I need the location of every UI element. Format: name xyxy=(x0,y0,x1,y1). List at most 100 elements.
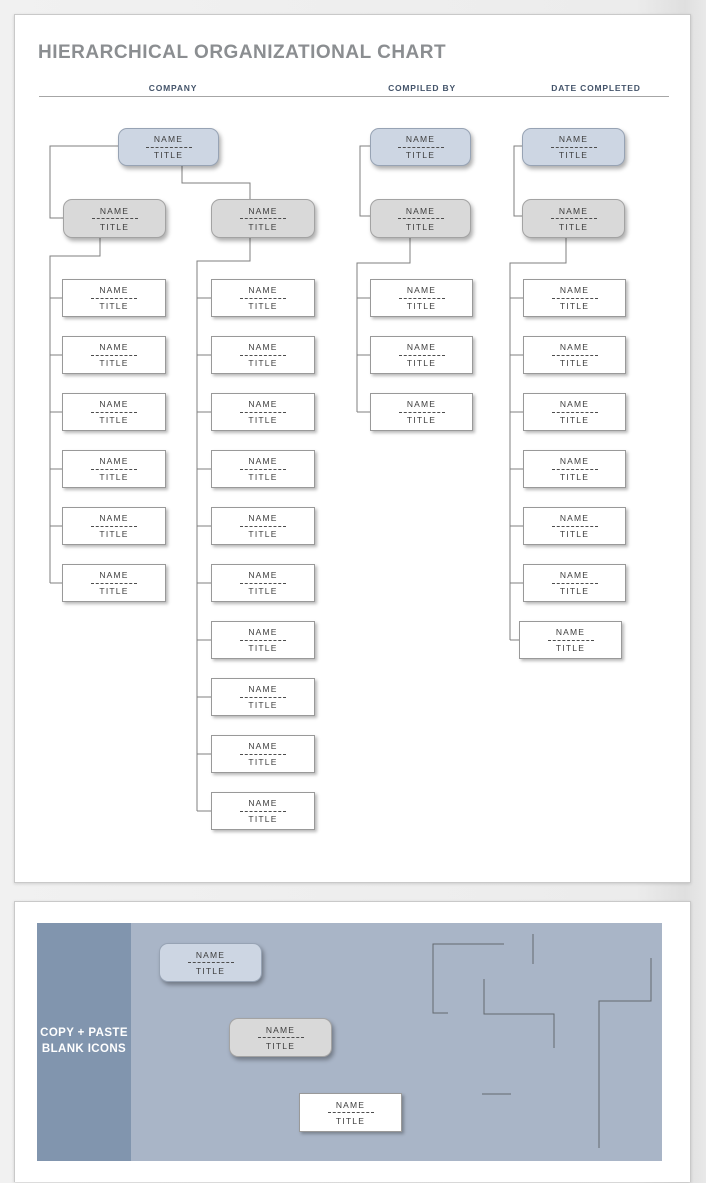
page-title: HIERARCHICAL ORGANIZATIONAL CHART xyxy=(38,42,447,63)
node-title-label: TITLE xyxy=(99,472,129,482)
org-node-root-date-completed[interactable]: NAME TITLE xyxy=(522,128,625,166)
node-title-label: TITLE xyxy=(405,150,436,160)
org-node[interactable]: NAME TITLE xyxy=(62,279,166,317)
name-title-divider xyxy=(240,810,286,812)
name-title-divider xyxy=(240,297,286,299)
name-title-divider xyxy=(327,1112,374,1113)
node-name-label: NAME xyxy=(558,134,589,144)
connector-line xyxy=(359,145,370,217)
node-title-label: TITLE xyxy=(153,150,184,160)
node-name-label: NAME xyxy=(335,1099,366,1110)
name-title-divider xyxy=(398,411,445,413)
node-name-label: NAME xyxy=(99,456,129,466)
compiled-by-field-label: COMPILED BY xyxy=(388,83,456,93)
name-title-divider xyxy=(550,146,597,148)
node-title-label: TITLE xyxy=(559,586,590,596)
node-name-label: NAME xyxy=(248,456,278,466)
org-node[interactable]: NAME TITLE xyxy=(519,621,622,659)
company-field-label: COMPANY xyxy=(148,83,198,93)
name-title-divider xyxy=(187,962,234,963)
node-name-label: NAME xyxy=(99,513,129,523)
node-name-label: NAME xyxy=(99,342,129,352)
node-title-label: TITLE xyxy=(99,301,129,311)
node-title-label: TITLE xyxy=(265,1040,296,1051)
name-title-divider xyxy=(91,582,137,584)
node-title-label: TITLE xyxy=(555,643,586,653)
name-title-divider xyxy=(240,582,286,584)
node-name-label: NAME xyxy=(405,205,436,216)
node-title-label: TITLE xyxy=(248,301,278,311)
org-node[interactable]: NAME TITLE xyxy=(62,450,166,488)
node-title-label: TITLE xyxy=(559,301,590,311)
node-name-label: NAME xyxy=(248,513,278,523)
node-title-label: TITLE xyxy=(99,221,130,232)
org-node[interactable]: NAME TITLE xyxy=(211,393,315,431)
header-divider xyxy=(39,96,669,97)
node-title-label: TITLE xyxy=(248,358,278,368)
name-title-divider xyxy=(91,218,138,219)
name-title-divider xyxy=(240,354,286,356)
node-name-label: NAME xyxy=(99,285,129,295)
node-name-label: NAME xyxy=(248,570,278,580)
connector-line xyxy=(181,166,251,199)
name-title-divider xyxy=(397,218,444,219)
name-title-divider xyxy=(397,146,444,148)
node-title-label: TITLE xyxy=(406,301,437,311)
node-name-label: NAME xyxy=(248,342,278,352)
node-title-label: TITLE xyxy=(195,965,226,976)
node-title-label: TITLE xyxy=(99,358,129,368)
date-completed-field-label: DATE COMPLETED xyxy=(551,83,641,93)
node-title-label: TITLE xyxy=(99,415,129,425)
node-title-label: TITLE xyxy=(248,814,278,824)
node-name-label: NAME xyxy=(555,627,586,637)
node-name-label: NAME xyxy=(558,205,589,216)
name-title-divider xyxy=(240,696,286,698)
org-node[interactable]: NAME TITLE xyxy=(211,336,315,374)
panel-label-line1: COPY + PASTE xyxy=(40,1027,128,1040)
org-node[interactable]: NAME TITLE xyxy=(62,336,166,374)
name-title-divider xyxy=(547,639,594,641)
node-title-label: TITLE xyxy=(406,358,437,368)
name-title-divider xyxy=(240,218,286,219)
node-name-label: NAME xyxy=(248,285,278,295)
node-title-label: TITLE xyxy=(558,150,589,160)
node-name-label: NAME xyxy=(99,570,129,580)
node-title-label: TITLE xyxy=(248,415,278,425)
node-name-label: NAME xyxy=(248,741,278,751)
name-title-divider xyxy=(91,297,137,299)
name-title-divider xyxy=(257,1037,304,1038)
node-name-label: NAME xyxy=(248,399,278,409)
panel-label-line2: BLANK ICONS xyxy=(41,1043,127,1055)
node-name-label: NAME xyxy=(248,627,278,637)
org-node[interactable]: NAME TITLE xyxy=(211,279,315,317)
